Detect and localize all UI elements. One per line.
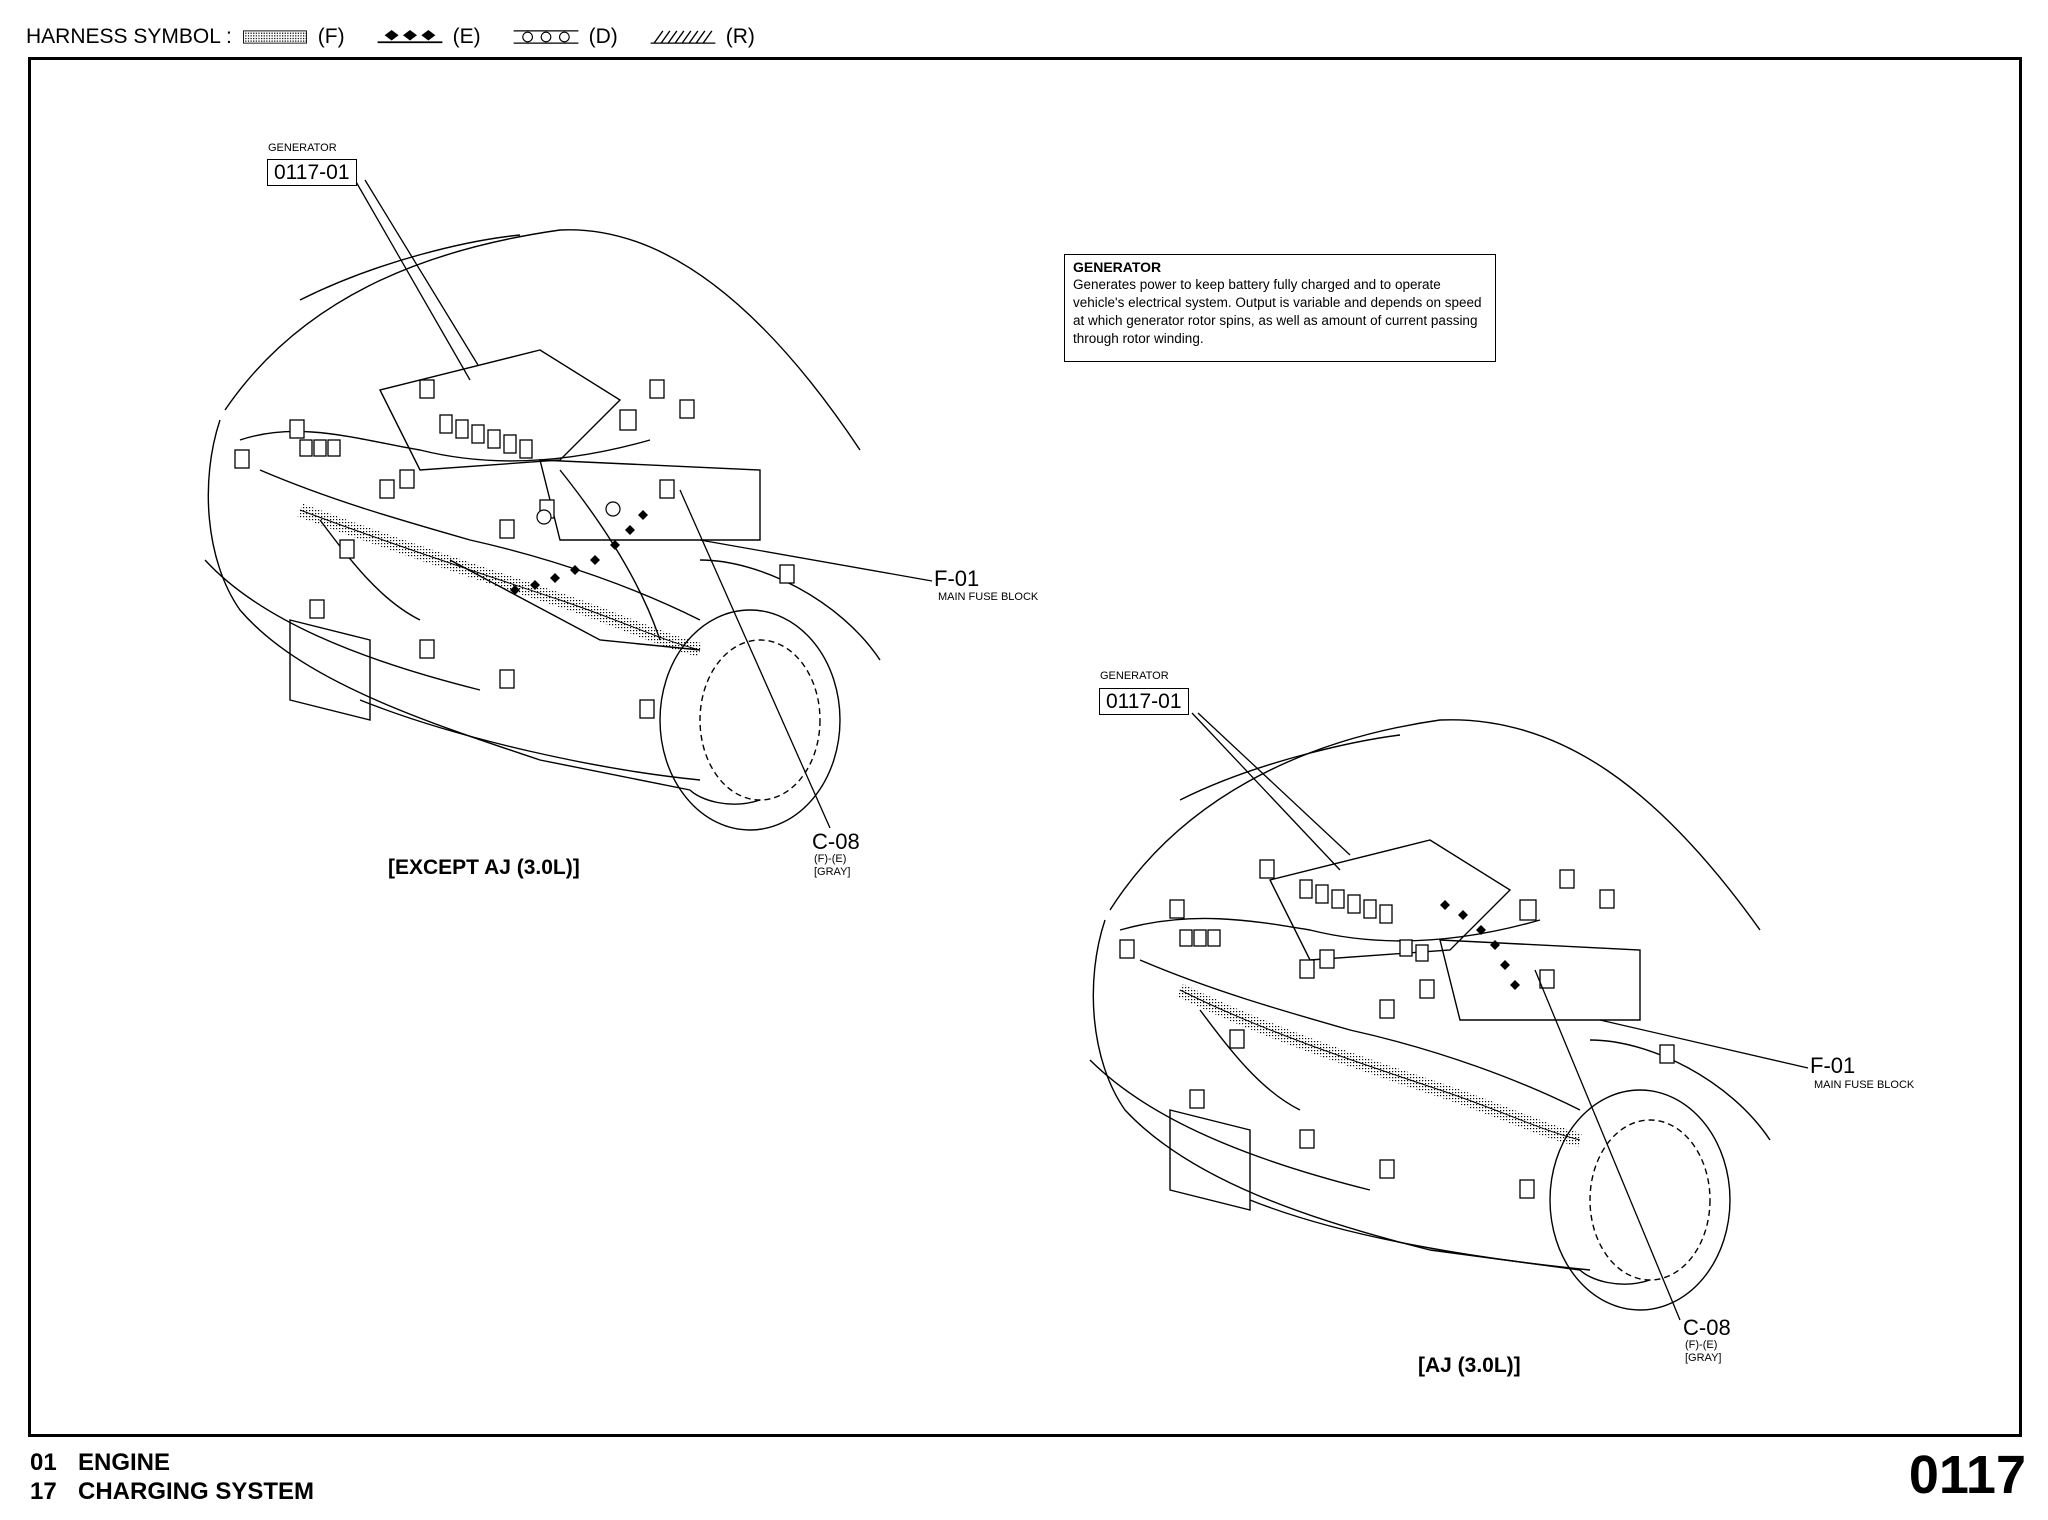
left-vehicle-drawing <box>204 229 881 831</box>
legend-code-e: (E) <box>452 25 481 48</box>
left-leader-lines <box>354 179 933 829</box>
harness-legend: HARNESS SYMBOL : (F) (E) (D) <box>26 22 777 52</box>
dotted-band-icon <box>242 30 307 44</box>
circle-band-icon <box>513 30 578 44</box>
left-generator-code[interactable]: 0117-01 <box>267 159 357 186</box>
left-conn-code[interactable]: C-08 <box>812 829 860 854</box>
legend-code-r: (R) <box>725 25 755 48</box>
diagram-frame <box>28 57 2022 1437</box>
right-conn-code[interactable]: C-08 <box>1683 1315 1731 1340</box>
left-conn-harness: (F)-(E) <box>814 853 847 865</box>
right-fuse-name: MAIN FUSE BLOCK <box>1814 1079 1915 1091</box>
left-fuse-name: MAIN FUSE BLOCK <box>938 591 1039 603</box>
legend-code-f: (F) <box>317 25 345 48</box>
right-fuse-code[interactable]: F-01 <box>1810 1053 1856 1078</box>
left-connectors <box>234 379 795 719</box>
left-circled-markers <box>536 501 621 525</box>
right-vehicle-drawing <box>1089 719 1771 1311</box>
right-generator-caption: GENERATOR <box>1100 670 1169 682</box>
diamond-band-icon <box>377 30 442 44</box>
right-leader-lines <box>1191 712 1809 1321</box>
hatched-band-icon <box>650 30 716 44</box>
right-diamond-harness <box>1440 900 1520 990</box>
legend-item-f: (F) <box>232 25 345 49</box>
right-conn-harness: (F)-(E) <box>1685 1339 1718 1351</box>
description-text: Generates power to keep battery fully ch… <box>1073 277 1482 346</box>
legend-item-d: (D) <box>503 25 618 49</box>
left-diamond-harness <box>510 510 648 595</box>
left-generator-caption: GENERATOR <box>268 142 337 154</box>
page-number: 0117 <box>1908 1445 2026 1505</box>
legend-item-r: (R) <box>640 25 755 49</box>
left-fuse-code[interactable]: F-01 <box>934 566 980 591</box>
left-conn-color: [GRAY] <box>814 866 851 878</box>
left-variant-label: [EXCEPT AJ (3.0L)] <box>388 856 580 879</box>
generator-description: GENERATOR Generates power to keep batter… <box>1064 254 1496 362</box>
legend-label: HARNESS SYMBOL : <box>26 25 232 48</box>
right-variant-label: [AJ (3.0L)] <box>1418 1354 1521 1377</box>
right-conn-color: [GRAY] <box>1685 1352 1722 1364</box>
right-generator-code[interactable]: 0117-01 <box>1099 688 1189 715</box>
legend-code-d: (D) <box>588 25 618 48</box>
description-title: GENERATOR <box>1073 259 1162 275</box>
right-connectors <box>1119 859 1675 1199</box>
legend-item-e: (E) <box>367 25 481 49</box>
